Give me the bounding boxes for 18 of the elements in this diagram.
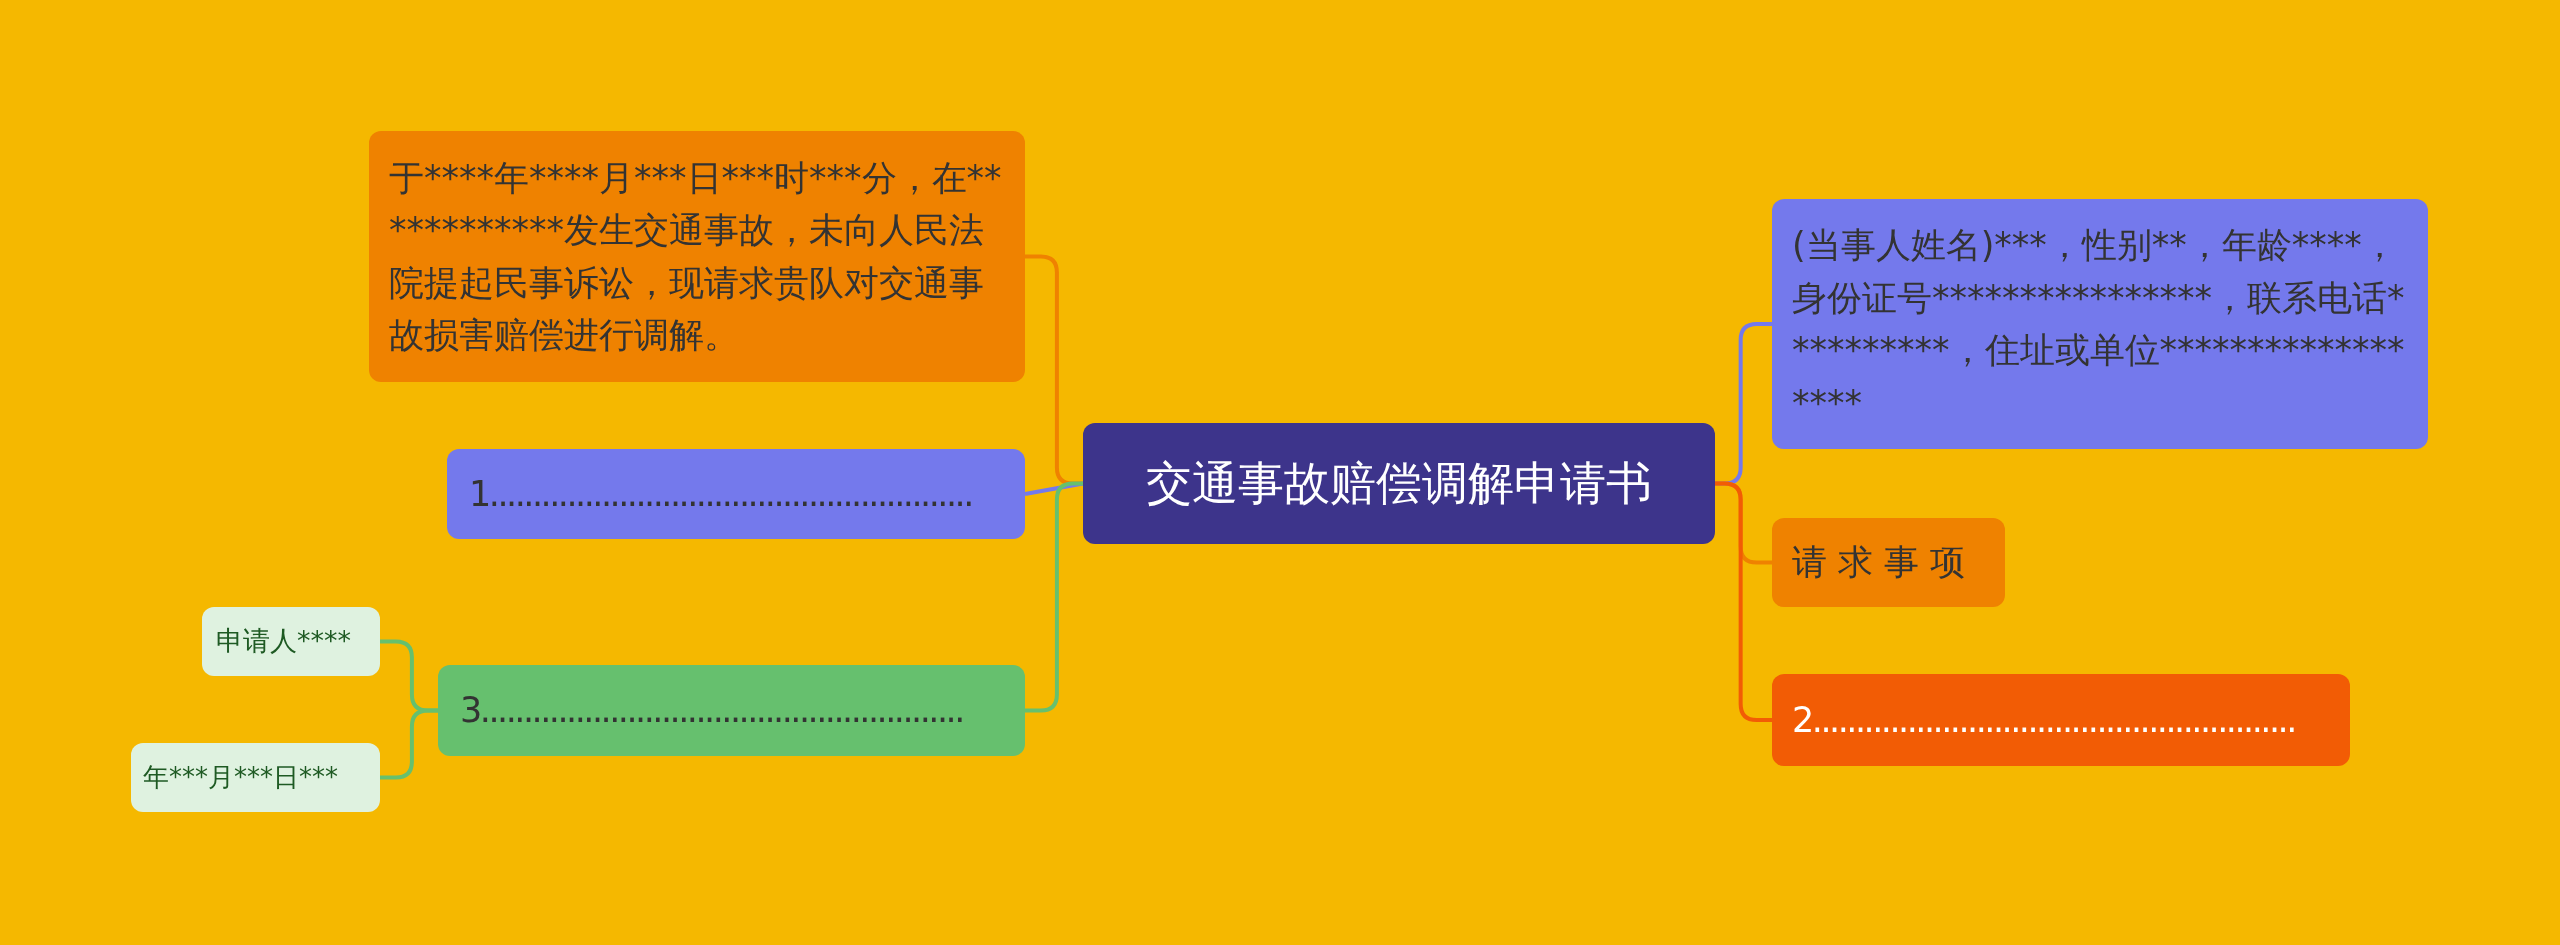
topic-text: 交通事故赔偿调解申请书 (1146, 455, 1652, 512)
topic-text: 年***月***日*** (143, 761, 338, 794)
topic-text: 于****年****月***日***时***分，在************发生交通事故，未向人民法院提起民事诉讼，现请求贵队对交通事故损害赔偿进行调解。 (389, 156, 1003, 357)
topic-box (1772, 199, 2428, 449)
topic-box (1772, 518, 2005, 607)
topic-text: 申请人**** (216, 624, 351, 659)
topic-box (438, 665, 1025, 756)
subtopic-box (202, 607, 380, 676)
topic-text: (当事人姓名)***，性别**，年龄****，身份证号****************，联系电话**********，住址或单位****************** (1792, 224, 2406, 425)
topic-box (447, 449, 1025, 539)
topic-box (1772, 674, 2350, 766)
topic-text: 1........................................................ (469, 472, 972, 516)
central-topic-box (1083, 423, 1715, 544)
topic-text: 3........................................................ (460, 689, 963, 733)
topic-text: 2........................................................ (1792, 698, 2295, 742)
topic-text: 请 求 事 项 (1792, 541, 1966, 585)
subtopic-box (131, 743, 380, 812)
topic-box (369, 131, 1025, 382)
